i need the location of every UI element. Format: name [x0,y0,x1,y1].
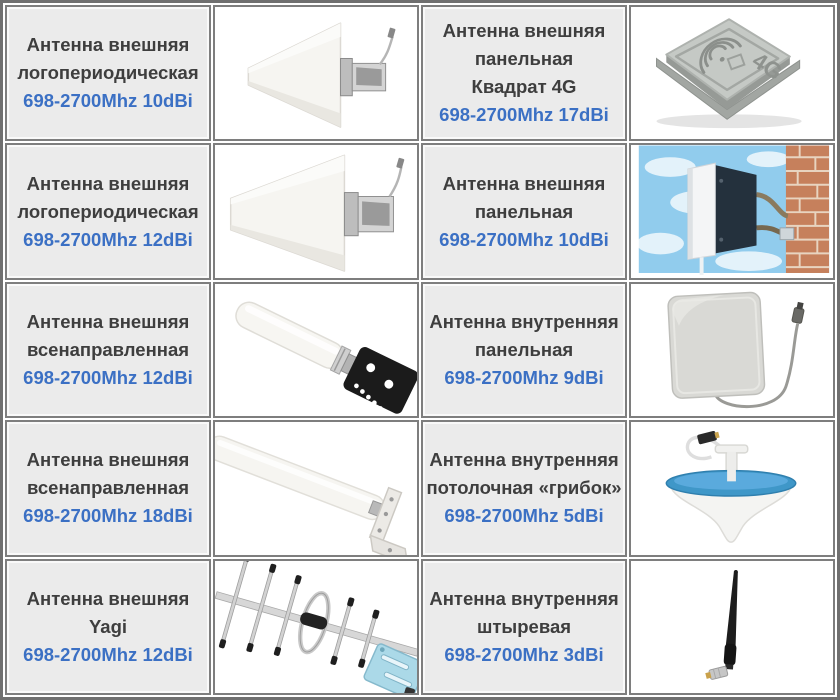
product-name-cell: Антенна внешняя логопериодическая 698-27… [5,143,211,280]
product-image-cell [213,143,419,280]
product-name-line: логопериодическая [17,62,199,84]
product-spec-line: 698-2700Mhz 10dBi [23,90,193,112]
product-spec-line: 698-2700Mhz 12dBi [23,228,193,250]
antenna-body [705,569,738,680]
product-name-cell: Антенна внешняя Yagi 698-2700Mhz 12dBi [5,558,211,695]
product-name-line: всенаправленная [26,477,190,499]
product-name-line: логопериодическая [17,200,199,222]
antenna-body [247,22,396,128]
product-spec-line: 698-2700Mhz 3dBi [444,643,604,665]
product-name-cell: Антенна внешняя всенаправленная 698-2700… [5,281,211,419]
product-spec-line: 698-2700Mhz 17dBi [439,104,609,126]
product-image-cell [629,281,835,419]
antenna-body [667,291,805,408]
product-name-line: Антенна внутренняя [429,310,619,332]
product-name-line: Квадрат 4G [471,76,577,98]
product-name-cell: Антенна внутренняя потолочная «грибок» 6… [421,420,627,557]
antenna-body: 4G [656,18,802,129]
product-image-cell: 4G [629,5,835,142]
product-name-line: потолочная «грибок» [426,477,622,499]
product-name-line: Антенна внешняя [26,587,190,609]
product-image-cell [213,5,419,142]
product-image-cell [629,143,835,280]
antenna-body [229,154,405,273]
product-name-line: Антенна внешняя [442,172,606,194]
indoor-panel-antenna-image [667,291,805,408]
omni-antenna-image [235,301,417,414]
product-image-cell [629,558,835,695]
product-spec-line: 698-2700Mhz 5dBi [444,505,604,527]
yagi-antenna-image [215,560,417,693]
log-periodic-antenna-image [229,154,405,273]
product-name-line: Антенна внутренняя [429,587,619,609]
product-name-line: Антенна внешняя [26,34,190,56]
product-name-line: Антенна внешняя [442,20,606,42]
antenna-body [665,431,797,544]
product-spec-line: 698-2700Mhz 18dBi [23,505,193,527]
product-name-line: Антенна внешняя [26,449,190,471]
omni-long-antenna-image [215,435,409,555]
product-spec-line: 698-2700Mhz 10dBi [439,228,609,250]
product-name-line: штыревая [476,615,572,637]
antenna-body [235,301,417,414]
wall-panel-antenna-image [636,145,830,276]
product-name-line: панельная [474,48,574,70]
product-name-line: панельная [474,200,574,222]
product-spec-line: 698-2700Mhz 9dBi [444,366,604,388]
whip-antenna-image [705,569,738,680]
panel-4g-antenna-image: 4G [656,18,802,129]
product-spec-line: 698-2700Mhz 12dBi [23,366,193,388]
product-name-cell: Антенна внешняя логопериодическая 698-27… [5,5,211,142]
product-image-cell [213,558,419,695]
product-name-cell: Антенна внутренняя штыревая 698-2700Mhz … [421,558,627,695]
product-name-cell: Антенна внешняя панельная Квадрат 4G 698… [421,5,627,142]
product-image-cell [213,281,419,419]
product-name-cell: Антенна внешняя панельная 698-2700Mhz 10… [421,143,627,280]
product-name-line: Антенна внешняя [26,310,190,332]
antenna-body [215,560,417,693]
product-name-line: Антенна внутренняя [429,449,619,471]
antenna-photo-scene [636,145,830,276]
ceiling-mushroom-antenna-image [665,431,797,544]
log-periodic-antenna-image [247,22,396,128]
product-name-line: панельная [474,338,574,360]
product-name-line: всенаправленная [26,338,190,360]
product-name-cell: Антенна внутренняя панельная 698-2700Mhz… [421,281,627,419]
product-grid: Антенна внешняя логопериодическая 698-27… [5,5,835,695]
product-name-line: Антенна внешняя [26,172,190,194]
product-image-cell [213,420,419,557]
product-name-line: Yagi [88,615,128,637]
product-image-cell [629,420,835,557]
product-name-cell: Антенна внешняя всенаправленная 698-2700… [5,420,211,557]
product-spec-line: 698-2700Mhz 12dBi [23,643,193,665]
antenna-body [215,435,409,555]
brick-wall [785,145,830,274]
